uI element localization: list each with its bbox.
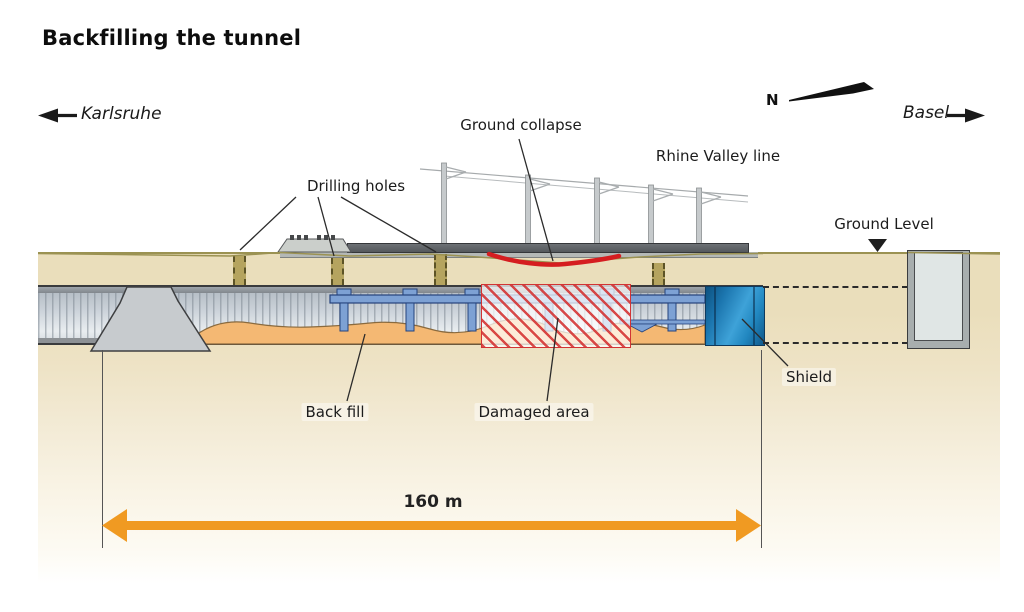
ground-surface-line [37, 251, 1001, 264]
drilling-hole [652, 263, 665, 285]
planned-tunnel-dash-bottom [763, 342, 908, 344]
track-ballast-band [280, 252, 758, 258]
access-shaft [907, 250, 970, 349]
dimension-arrow [102, 509, 761, 542]
tunnel-crown-line [38, 285, 763, 287]
work-platform [277, 235, 352, 253]
dimension-extension-line-right [761, 350, 763, 548]
direction-label-basel: Basel [903, 103, 950, 123]
access-shaft-interior [914, 252, 963, 341]
direction-label-karlsruhe: Karlsruhe [81, 104, 162, 124]
basel-arrow-icon [947, 108, 985, 123]
label-shield: Shield [781, 368, 837, 386]
label-back-fill: Back fill [301, 403, 369, 421]
label-drilling-holes: Drilling holes [306, 177, 406, 195]
drilling-hole [233, 256, 246, 285]
planned-tunnel-dash-top [763, 286, 908, 288]
track-bed [348, 244, 748, 252]
north-arrow-icon [789, 82, 874, 102]
shield-machine [705, 286, 765, 346]
label-ground-level: Ground Level [834, 215, 934, 233]
label-damaged-area: Damaged area [474, 403, 594, 421]
ground-level-marker [868, 239, 887, 252]
drilling-hole [434, 254, 447, 285]
drilling-hole [331, 258, 344, 285]
karlsruhe-arrow-icon [38, 108, 77, 123]
ground-collapse-line [486, 251, 622, 267]
tunnel-crown-band [38, 287, 763, 293]
platform-teeth [290, 235, 335, 240]
dimension-extension-line-left [102, 350, 104, 548]
label-rhine-valley-line: Rhine Valley line [655, 147, 781, 165]
shield-seam [753, 287, 755, 345]
leader-lines [239, 138, 789, 402]
shield-seam [714, 287, 716, 345]
rubble-mound [89, 286, 212, 352]
diagram-title: Backfilling the tunnel [42, 26, 302, 50]
north-label: N [766, 91, 779, 109]
label-ground-collapse: Ground collapse [460, 116, 582, 134]
label-dimension-160m: 160 m [403, 492, 463, 512]
